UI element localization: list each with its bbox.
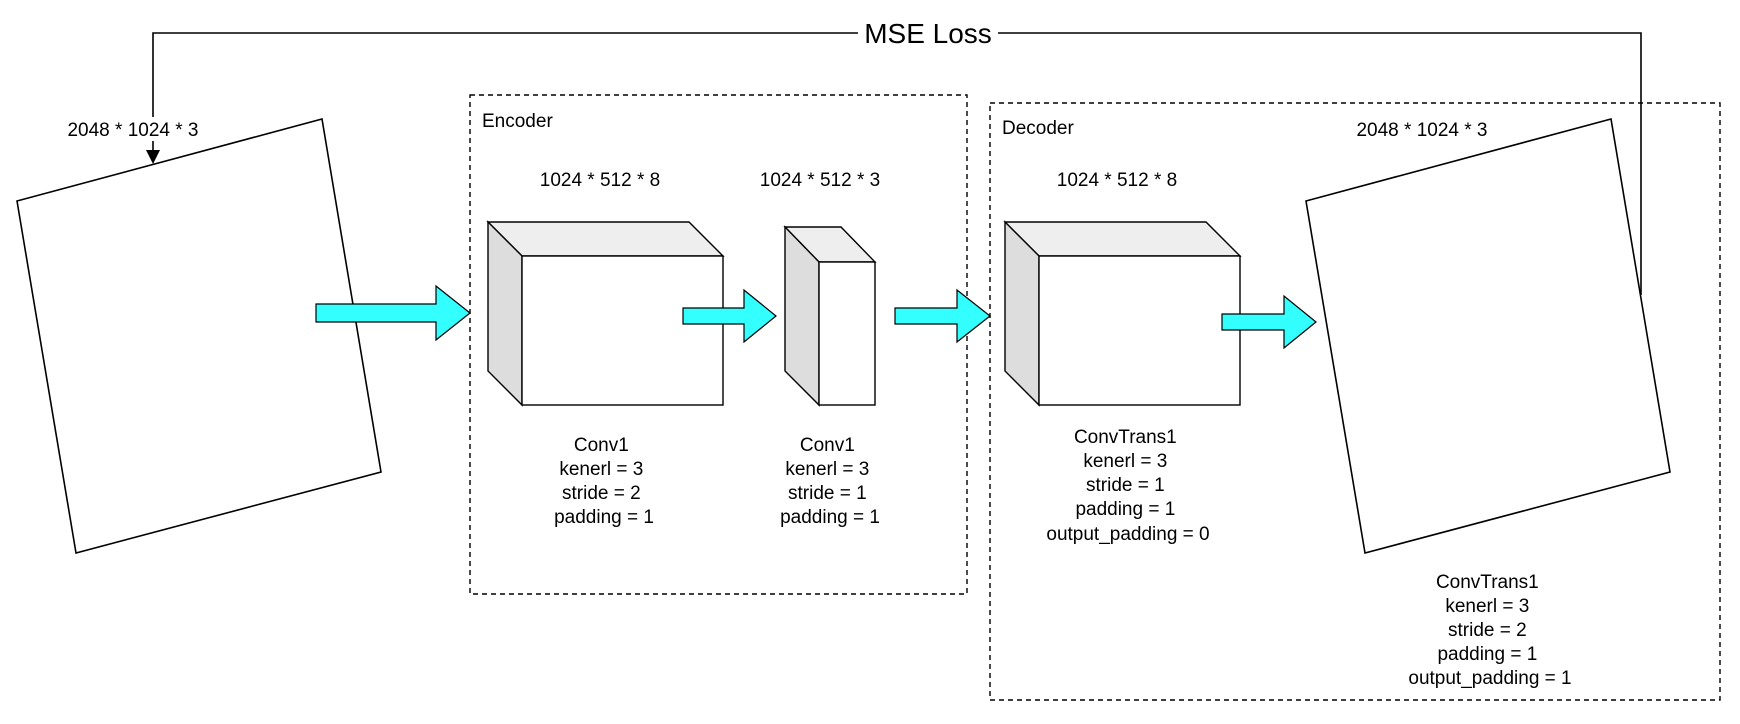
input-image-dims: 2048 * 1024 * 3 (67, 120, 198, 141)
loss-label: MSE Loss (864, 18, 992, 49)
loss-label-bg (858, 16, 998, 50)
decoder-block2-stride: stride = 2 (1448, 620, 1527, 641)
output-image (1305, 117, 1671, 554)
encoder-block2-dims: 1024 * 512 * 3 (760, 170, 880, 191)
decoder-label: Decoder (1002, 118, 1074, 139)
loss-arrowhead (146, 150, 160, 164)
encoder-block1-cube (486, 220, 725, 407)
decoder-block1-kernel: kenerl = 3 (1083, 451, 1167, 472)
decoder-group (989, 102, 1721, 701)
encoder-block2-padding: padding = 1 (780, 507, 880, 528)
encoder-block1-stride: stride = 2 (562, 483, 641, 504)
decoder-block1-stride: stride = 1 (1086, 475, 1165, 496)
encoder-block1-dims: 1024 * 512 * 8 (540, 170, 660, 191)
encoder-block2-op: Conv1 (800, 435, 855, 456)
decoder-block1-cube (1003, 220, 1242, 407)
decoder-block1-padding: padding = 1 (1075, 499, 1175, 520)
encoder-block1-kernel: kenerl = 3 (559, 459, 643, 480)
encoder-block2-stride: stride = 1 (788, 483, 867, 504)
input-dims-bg (60, 117, 210, 141)
decoder-block1-op: ConvTrans1 (1074, 427, 1177, 448)
encoder-block1-padding: padding = 1 (554, 507, 654, 528)
encoder-group (469, 94, 968, 595)
encoder-block2-cube (783, 225, 877, 407)
flow-arrow-decoder-to-output (1221, 294, 1317, 350)
output-image-dims: 2048 * 1024 * 3 (1356, 120, 1487, 141)
encoder-block1-op: Conv1 (574, 435, 629, 456)
decoder-block1-dims: 1024 * 512 * 8 (1057, 170, 1177, 191)
decoder-block2-padding: padding = 1 (1437, 644, 1537, 665)
decoder-block2-output-padding: output_padding = 1 (1408, 668, 1571, 689)
flow-arrow-encoder-to-decoder (894, 288, 991, 344)
flow-arrow-input-to-encoder (315, 284, 471, 342)
encoder-block1-params: Conv1 kenerl = 3 stride = 2 padding = 1 (554, 435, 654, 528)
encoder-block2-kernel: kenerl = 3 (785, 459, 869, 480)
decoder-block2-params: ConvTrans1 kenerl = 3 stride = 2 padding… (1408, 572, 1571, 689)
flow-arrow-encoder-block1-to-block2 (682, 288, 777, 344)
decoder-block2-kernel: kenerl = 3 (1445, 596, 1529, 617)
decoder-block1-params: ConvTrans1 kenerl = 3 stride = 1 padding… (1046, 427, 1209, 545)
encoder-block2-params: Conv1 kenerl = 3 stride = 1 padding = 1 (780, 435, 880, 528)
decoder-block1-output-padding: output_padding = 0 (1046, 524, 1209, 545)
input-image (16, 117, 382, 554)
decoder-block2-op: ConvTrans1 (1436, 572, 1539, 593)
encoder-label: Encoder (482, 111, 553, 132)
